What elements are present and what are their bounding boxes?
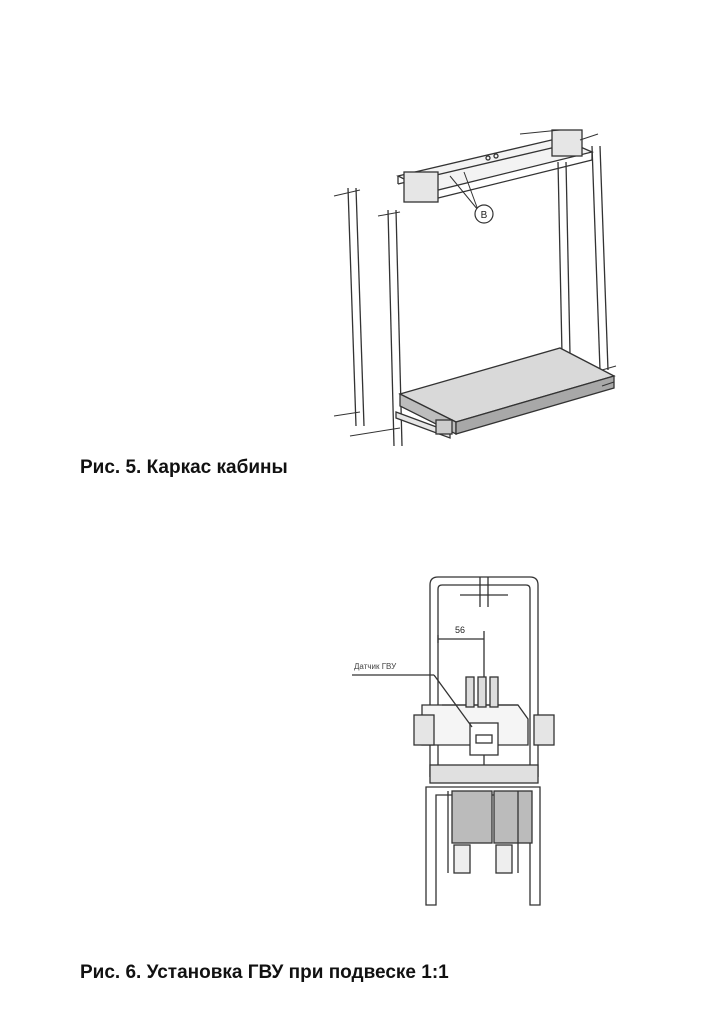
gvu-installation-drawing: 56 Датчик ГВУ [330, 555, 710, 915]
cabin-frame-svg: B [333, 129, 617, 447]
callout-circle [474, 204, 494, 224]
cabin-frame-drawing: B [330, 116, 630, 456]
sensor-label: Датчик ГВУ [354, 662, 397, 671]
dimension-label: 56 [455, 625, 465, 635]
callout-label: B [481, 210, 488, 221]
figure-6-caption: Рис. 6. Установка ГВУ при подвеске 1:1 [80, 962, 449, 983]
figure-5-caption: Рис. 5. Каркас кабины [80, 457, 288, 478]
gvu-installation-svg: 56 Датчик ГВУ [352, 576, 555, 906]
